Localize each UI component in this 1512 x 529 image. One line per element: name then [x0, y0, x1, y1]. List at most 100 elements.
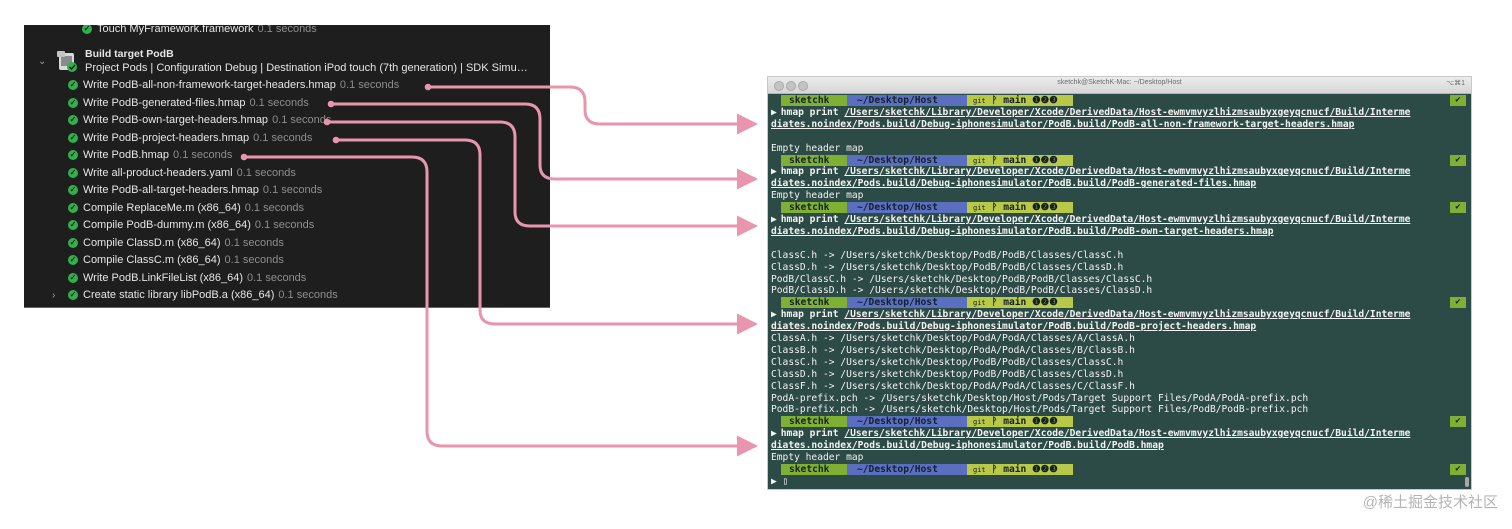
success-check-icon: ✓: [68, 272, 78, 283]
command-path: diates.noindex/Pods.build/Debug-iphonesi…: [771, 178, 1257, 190]
prompt-user: sketchk: [781, 297, 847, 309]
terminal-window: sketchk@SketchK-Mac: ~/Desktop/Host ⌥⌘1 …: [767, 76, 1472, 490]
build-step-row[interactable]: ✓Compile ClassD.m (x86_64)0.1 seconds: [68, 235, 284, 253]
terminal-scrollbar[interactable]: [1465, 477, 1469, 487]
success-check-icon: ✓: [82, 25, 92, 35]
command-path: diates.noindex/Pods.build/Debug-iphonesi…: [771, 118, 1355, 130]
prompt-status-ok-icon: ✔: [1450, 416, 1466, 428]
minimize-window-button[interactable]: [786, 81, 796, 91]
command-text: hmap print: [780, 428, 845, 440]
output-line: ClassB.h -> /Users/sketchk/Desktop/PodA/…: [771, 344, 1135, 356]
step-label: Touch MyFramework.framework: [97, 25, 254, 35]
close-window-button[interactable]: [774, 81, 784, 91]
step-duration: 0.1 seconds: [254, 219, 315, 231]
git-label: git: [973, 204, 986, 213]
git-label: git: [973, 97, 986, 105]
target-app-icon: [57, 51, 77, 72]
git-label: git: [973, 156, 986, 165]
git-branch: ᚹ main ❶❷❸: [991, 463, 1058, 475]
command-path: /Users/sketchk/Library/Developer/Xcode/D…: [844, 309, 1411, 321]
command-path: /Users/sketchk/Library/Developer/Xcode/D…: [844, 428, 1411, 440]
prompt-git-status: git ᚹ main ❶❷❸: [967, 154, 1073, 166]
output-line: ClassC.h -> /Users/sketchk/Desktop/PodB/…: [771, 249, 1124, 261]
prompt-git-status: git ᚹ main ❶❷❸: [967, 416, 1073, 428]
output-line: PodB-prefix.pch -> /Users/sketchk/Deskto…: [771, 404, 1309, 416]
git-branch: ᚹ main ❶❷❸: [991, 416, 1058, 428]
build-step-row[interactable]: ✓Compile PodB-dummy.m (x86_64)0.1 second…: [68, 217, 314, 235]
step-duration: 0.1 seconds: [262, 184, 323, 196]
build-step-row[interactable]: ✓Write PodB.LinkFileList (x86_64)0.1 sec…: [68, 270, 306, 288]
step-label: Write all-product-headers.yaml: [83, 166, 233, 179]
command-line: ▶hmap print /Users/sketchk/Library/Devel…: [771, 107, 1410, 119]
prompt-user: sketchk: [781, 416, 847, 428]
build-step-row[interactable]: ✓ Write PodB-all-non-framework-target-hea…: [68, 77, 399, 95]
success-check-icon: ✓: [68, 167, 78, 178]
step-label: Compile ClassD.m (x86_64): [83, 236, 221, 249]
output-line: ClassD.h -> /Users/sketchk/Desktop/PodB/…: [771, 261, 1124, 273]
output-line: ClassC.h -> /Users/sketchk/Desktop/PodB/…: [771, 356, 1124, 368]
terminal-titlebar: sketchk@SketchK-Mac: ~/Desktop/Host ⌥⌘1: [768, 77, 1471, 94]
step-label: Compile ClassC.m (x86_64): [83, 254, 221, 266]
command-path: diates.noindex/Pods.build/Debug-iphonesi…: [771, 440, 1164, 452]
prompt-arrow-icon: ▶: [771, 309, 777, 321]
step-duration: 0.1 seconds: [236, 166, 296, 179]
git-branch: ᚹ main ❶❷❸: [991, 154, 1058, 166]
success-check-icon: ✓: [68, 150, 78, 161]
output-line: ClassD.h -> /Users/sketchk/Desktop/PodB/…: [771, 368, 1124, 380]
step-label: Write PodB-own-target-headers.hmap: [83, 114, 269, 126]
chevron-down-icon[interactable]: ⌄: [38, 56, 47, 67]
chevron-right-icon[interactable]: ›: [52, 290, 56, 301]
output-line: ClassA.h -> /Users/sketchk/Desktop/PodA/…: [771, 333, 1135, 344]
step-duration: 0.1 seconds: [173, 149, 233, 161]
success-check-icon: ✓: [68, 255, 78, 266]
command-path: /Users/sketchk/Library/Developer/Xcode/D…: [844, 166, 1411, 178]
output-line: PodA-prefix.pch -> /Users/sketchk/Deskto…: [771, 392, 1309, 404]
step-duration: 0.1 seconds: [249, 96, 309, 109]
build-step-row[interactable]: ✓Compile ClassC.m (x86_64)0.1 seconds: [68, 252, 284, 270]
watermark-text: @稀土掘金技术社区: [1362, 494, 1498, 511]
step-label: Write PodB.hmap: [83, 149, 170, 161]
step-duration: 0.1 seconds: [278, 289, 338, 301]
command-path-continued: diates.noindex/Pods.build/Debug-iphonesi…: [771, 440, 1164, 452]
success-check-icon: ✓: [68, 80, 78, 91]
command-line: ▶hmap print /Users/sketchk/Library/Devel…: [771, 214, 1410, 226]
build-step-row[interactable]: ›✓Create static library libPodB.a (x86_6…: [52, 287, 338, 305]
prompt-directory: ~/Desktop/Host: [847, 95, 967, 106]
prompt-user: sketchk: [781, 154, 847, 166]
build-target-subtitle: Project Pods | Configuration Debug | Des…: [85, 62, 528, 74]
input-cursor-line[interactable]: ▶ ▯: [771, 475, 789, 487]
prompt-status-ok-icon: ✔: [1450, 95, 1466, 106]
prompt-user: sketchk: [781, 463, 847, 475]
step-duration: 0.1 seconds: [257, 25, 317, 35]
step-label: Compile ReplaceMe.m (x86_64): [83, 201, 241, 214]
step-duration: 0.1 seconds: [224, 236, 284, 249]
command-text: hmap print: [780, 106, 845, 118]
output-line: Empty header map: [771, 452, 864, 463]
git-label: git: [973, 418, 986, 427]
step-label: Write PodB-all-non-framework-target-head…: [83, 79, 336, 91]
git-branch: ᚹ main ❶❷❸: [991, 95, 1058, 106]
zoom-window-button[interactable]: [798, 81, 808, 91]
git-label: git: [973, 299, 986, 308]
success-check-icon: ✓: [68, 132, 78, 143]
prompt-arrow-icon: ▶: [771, 166, 777, 178]
step-label: Create static library libPodB.a (x86_64): [83, 289, 275, 301]
prompt-status-ok-icon: ✔: [1450, 202, 1466, 214]
build-step-row[interactable]: ✓Compile ReplaceMe.m (x86_64)0.1 seconds: [68, 200, 304, 218]
prompt-arrow-icon: ▶: [771, 214, 777, 225]
command-path: /Users/sketchk/Library/Developer/Xcode/D…: [844, 214, 1411, 225]
